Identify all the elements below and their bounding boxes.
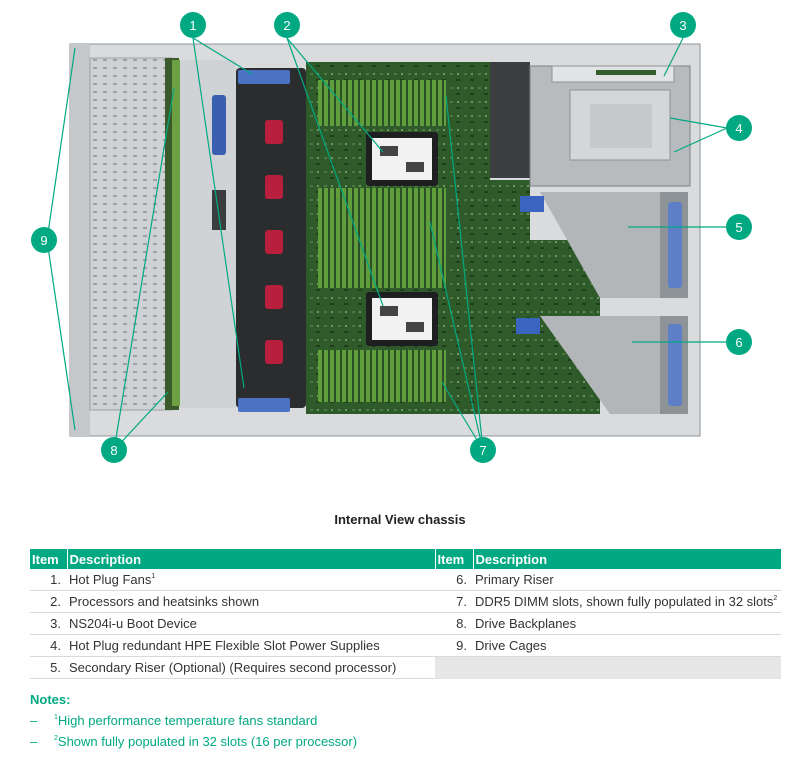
item-description [473, 656, 781, 679]
notes-title: Notes: [30, 692, 71, 707]
note-text: High performance temperature fans standa… [57, 713, 318, 728]
table-row: 2.Processors and heatsinks shown 7.DDR5 D… [30, 590, 781, 613]
callout-5: 5 [726, 214, 752, 240]
svg-text:4: 4 [735, 121, 742, 136]
item-number: 7. [435, 590, 473, 613]
callout-6: 6 [726, 329, 752, 355]
item-number: 6. [435, 569, 473, 591]
item-description: NS204i-u Boot Device [67, 612, 435, 635]
footnote-marker: 2 [773, 595, 778, 602]
description-text: Drive Backplanes [475, 616, 577, 631]
svg-text:7: 7 [479, 443, 486, 458]
note-text: Shown fully populated in 32 slots (16 pe… [57, 734, 358, 749]
table-header-row: Item Description Item Description [30, 549, 782, 569]
svg-text:8: 8 [110, 443, 117, 458]
item-number: 1. [30, 569, 67, 591]
dimm-slots [318, 80, 446, 402]
note-dash: – [30, 734, 38, 749]
item-description: Processors and heatsinks shown [67, 590, 435, 613]
item-number: 2. [30, 590, 67, 613]
item-number: 5. [30, 656, 67, 679]
description-text: Hot Plug redundant HPE Flexible Slot Pow… [69, 638, 380, 653]
description-text: Primary Riser [475, 572, 554, 587]
svg-text:1: 1 [189, 18, 196, 33]
callout-1: 1 [180, 12, 206, 38]
footnote-marker: 1 [54, 714, 58, 721]
header-item-right: Item [435, 549, 474, 569]
svg-text:5: 5 [735, 220, 742, 235]
drive-backplanes [172, 60, 180, 406]
header-description-right: Description [473, 549, 782, 569]
notes-section: Notes: – 1High performance temperature fa… [30, 692, 790, 752]
description-text: NS204i-u Boot Device [69, 616, 197, 631]
item-description: DDR5 DIMM slots, shown fully populated i… [473, 590, 781, 613]
svg-text:6: 6 [735, 335, 742, 350]
callout-4: 4 [726, 115, 752, 141]
description-text: DDR5 DIMM slots, shown fully populated i… [475, 594, 774, 609]
note-item: – 2Shown fully populated in 32 slots (16 … [30, 731, 790, 752]
item-description: Drive Cages [473, 634, 781, 657]
description-text: Processors and heatsinks shown [69, 594, 260, 609]
risers [516, 192, 688, 414]
components-table: Item Description Item Description 1.Hot … [30, 549, 782, 679]
note-item: – 1High performance temperature fans stan… [30, 710, 790, 731]
item-description: Hot Plug Fans1 [67, 569, 435, 591]
server-internal-view-illustration: 1 2 3 4 5 6 7 8 9 [31, 12, 752, 463]
callout-7: 7 [470, 437, 496, 463]
svg-text:3: 3 [679, 18, 686, 33]
svg-text:9: 9 [40, 233, 47, 248]
item-number: 4. [30, 634, 67, 657]
footnote-marker: 2 [54, 735, 58, 742]
header-item-left: Item [30, 549, 68, 569]
fan-bay [180, 60, 306, 412]
note-dash: – [30, 713, 38, 728]
item-number: 8. [435, 612, 473, 635]
item-number: 3. [30, 612, 67, 635]
item-description: Hot Plug redundant HPE Flexible Slot Pow… [67, 634, 435, 657]
callout-9: 9 [31, 227, 57, 253]
callout-3: 3 [670, 12, 696, 38]
svg-text:2: 2 [283, 18, 290, 33]
table-row: 3.NS204i-u Boot Device 8.Drive Backplanes [30, 612, 781, 635]
power-supply-bay [490, 62, 691, 187]
item-description: Secondary Riser (Optional) (Requires sec… [67, 656, 435, 679]
footnote-marker: 1 [151, 573, 156, 580]
item-description: Drive Backplanes [473, 612, 781, 635]
callout-lines [46, 37, 728, 451]
callout-2: 2 [274, 12, 300, 38]
processor-heatsinks [366, 132, 438, 346]
item-number: 9. [435, 634, 473, 657]
description-text: Secondary Riser (Optional) (Requires sec… [69, 660, 397, 675]
description-text: Drive Cages [475, 638, 547, 653]
callout-8: 8 [101, 437, 127, 463]
figure-caption: Internal View chassis [334, 512, 466, 527]
description-text: Hot Plug Fans [69, 572, 152, 587]
drive-cages [89, 57, 179, 411]
item-description: Primary Riser [473, 569, 781, 591]
table-row: 5.Secondary Riser (Optional) (Requires s… [30, 656, 781, 679]
item-number [435, 656, 473, 679]
table-row: 4.Hot Plug redundant HPE Flexible Slot P… [30, 634, 781, 657]
header-description-left: Description [67, 549, 436, 569]
